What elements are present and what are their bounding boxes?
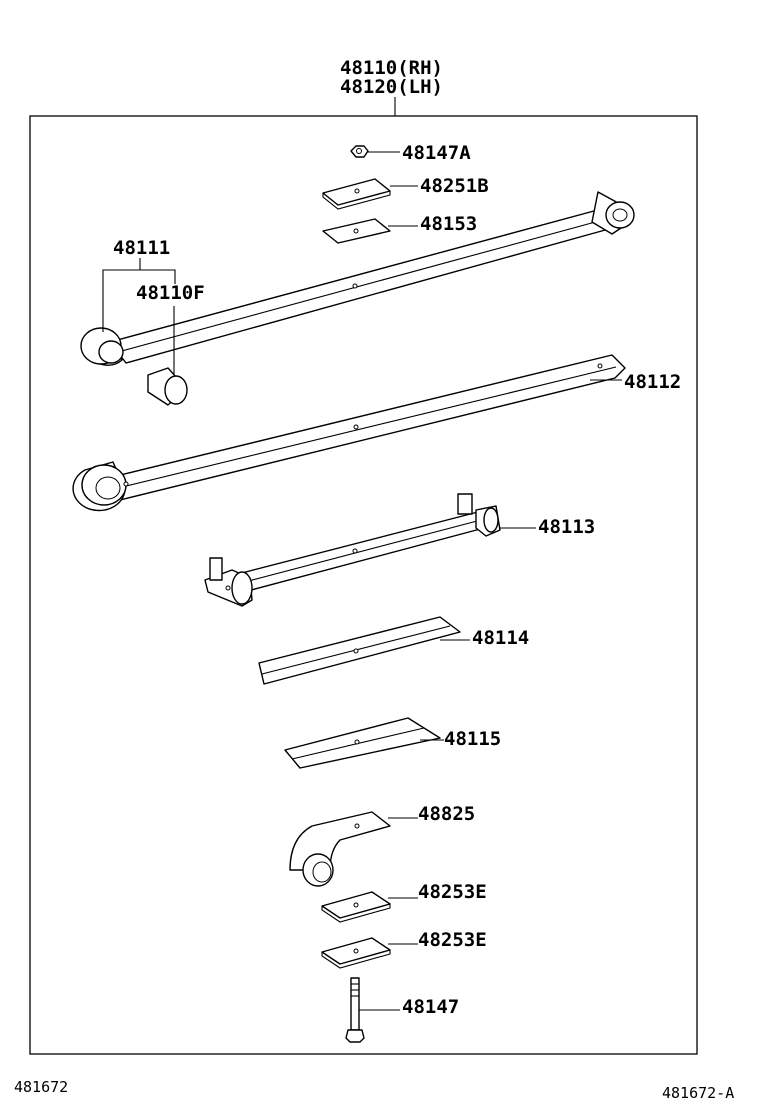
label-lower-pad-2: 48253E bbox=[418, 929, 487, 951]
assembly-label-rh: 48110(RH) bbox=[340, 57, 443, 79]
nut-icon bbox=[350, 145, 369, 158]
fifth-leaf-icon bbox=[284, 717, 441, 769]
third-leaf-icon bbox=[204, 493, 501, 607]
second-leaf-icon bbox=[72, 354, 626, 512]
label-main-leaf: 48111 bbox=[113, 237, 170, 259]
assembly-label-lh: 48120(LH) bbox=[340, 76, 443, 98]
main-leaf-leader bbox=[102, 269, 176, 332]
bushing-icon bbox=[147, 367, 188, 406]
label-upper-pad: 48153 bbox=[420, 213, 477, 235]
label-second-leaf: 48112 bbox=[624, 371, 681, 393]
label-shackle: 48825 bbox=[418, 803, 475, 825]
label-upper-seat: 48251B bbox=[420, 175, 489, 197]
shackle-icon bbox=[289, 811, 391, 887]
label-fourth-leaf: 48114 bbox=[472, 627, 529, 649]
lower-pad-2-icon bbox=[321, 937, 391, 969]
center-bolt-icon bbox=[345, 977, 365, 1043]
main-leaf-icon bbox=[80, 191, 635, 366]
label-fifth-leaf: 48115 bbox=[444, 728, 501, 750]
assembly-frame bbox=[29, 115, 698, 1055]
label-nut: 48147A bbox=[402, 142, 471, 164]
fourth-leaf-icon bbox=[258, 616, 461, 685]
ref-left: 481672 bbox=[14, 1078, 68, 1096]
upper-seat-icon bbox=[322, 178, 391, 210]
label-center-bolt: 48147 bbox=[402, 996, 459, 1018]
label-lower-pad-1: 48253E bbox=[418, 881, 487, 903]
upper-pad-icon bbox=[322, 218, 391, 244]
label-third-leaf: 48113 bbox=[538, 516, 595, 538]
ref-right: 481672-A bbox=[662, 1084, 734, 1102]
label-bushing: 48110F bbox=[136, 282, 205, 304]
lower-pad-1-icon bbox=[321, 891, 391, 923]
